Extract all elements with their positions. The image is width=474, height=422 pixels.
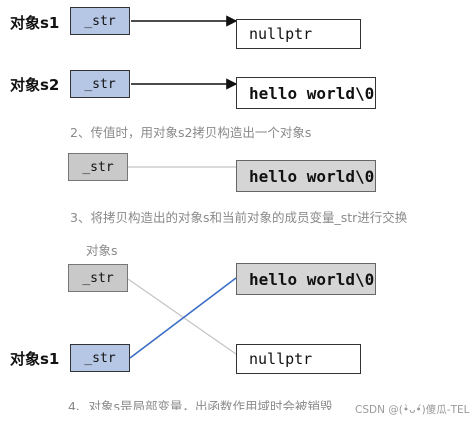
s1-str-box: _str — [70, 7, 130, 35]
hello-value-box-swapped: hello world\0 — [236, 263, 376, 295]
s-copy-str-box: _str — [68, 153, 128, 181]
step2-caption: 2、传值时，用对象s2拷贝构造出一个对象s — [70, 125, 312, 140]
s-str-box-swapped: _str — [68, 264, 128, 292]
nullptr-value-box-swapped: nullptr — [236, 344, 361, 374]
s2-value-box: hello world\0 — [236, 77, 376, 109]
object-s1-label-step3: 对象s1 — [10, 350, 60, 368]
s1-str-box-swapped: _str — [70, 344, 130, 372]
step3-caption: 3、将拷贝构造出的对象s和当前对象的成员变量_str进行交换 — [70, 210, 408, 225]
object-s2-label: 对象s2 — [10, 76, 60, 94]
s1-value-box: nullptr — [236, 19, 361, 49]
s1-pointer-to-hello — [129, 277, 237, 359]
object-s1-label: 对象s1 — [10, 14, 60, 32]
step4-caption: 4、对象s是局部变量，出函数作用域时会被销毁 — [68, 399, 333, 410]
s2-str-box: _str — [70, 70, 130, 98]
s-copy-value-box: hello world\0 — [236, 160, 376, 192]
s-pointer-to-nullptr — [127, 278, 237, 355]
object-s-label: 对象s — [86, 243, 118, 258]
csdn-watermark: CSDN @(•̀ᴗ•́)傻瓜-TEL — [355, 404, 470, 416]
